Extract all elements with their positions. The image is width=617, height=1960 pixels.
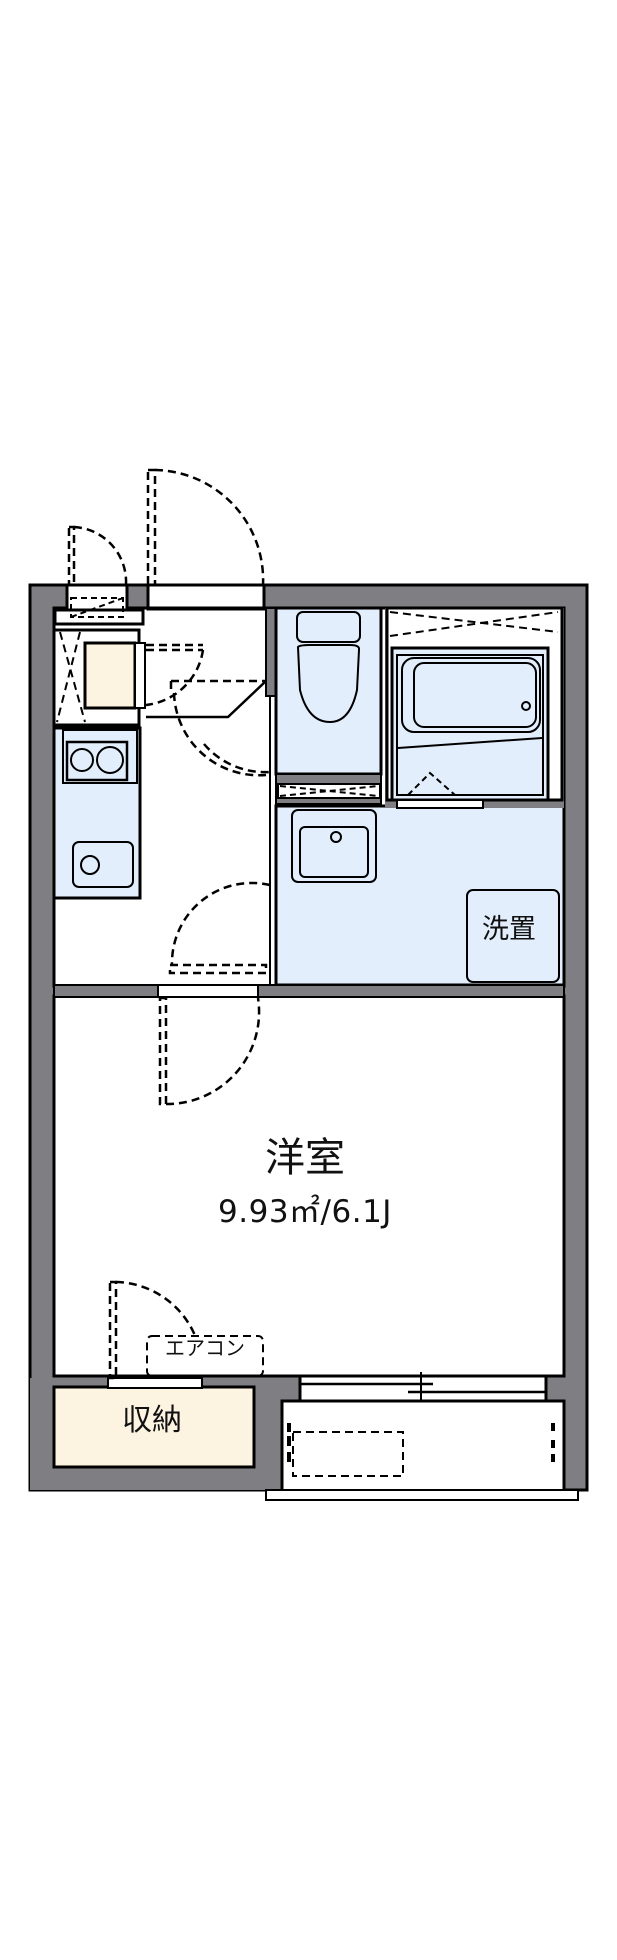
aircon-label: エアコン bbox=[165, 1336, 245, 1360]
room-name-storage: 収納 bbox=[122, 1403, 182, 1438]
pipe-shaft bbox=[275, 773, 382, 805]
toilet-room bbox=[203, 606, 383, 776]
washer-space bbox=[466, 889, 560, 983]
bathtub-icon bbox=[401, 657, 541, 733]
room-name-western: 洋室 bbox=[265, 1135, 345, 1181]
washbasin-icon bbox=[291, 809, 377, 883]
refrigerator-space bbox=[83, 641, 146, 710]
room-door bbox=[158, 996, 261, 1106]
hall-closet-door bbox=[145, 643, 267, 777]
stove-burner-icon bbox=[96, 746, 124, 774]
small-window bbox=[53, 525, 145, 626]
bathroom bbox=[385, 606, 564, 809]
balcony-window bbox=[298, 1372, 564, 1405]
outdoor-unit bbox=[292, 1431, 404, 1477]
room-area-western: 9.93㎡/6.1J bbox=[218, 1194, 392, 1230]
aircon-unit bbox=[146, 1335, 264, 1377]
stove-burner-icon bbox=[70, 748, 94, 772]
toilet-icon bbox=[296, 644, 361, 724]
storage-closet bbox=[30, 1280, 298, 1490]
washer-space-label: 洗置 bbox=[482, 914, 536, 945]
room-door-opening bbox=[157, 984, 259, 998]
kitchen-counter bbox=[52, 726, 142, 900]
balcony bbox=[265, 1399, 579, 1501]
entrance-door bbox=[146, 468, 265, 587]
entrance-door-opening bbox=[146, 583, 266, 611]
partition-wall bbox=[53, 984, 565, 998]
sink-icon bbox=[72, 841, 134, 888]
washroom bbox=[168, 804, 566, 987]
